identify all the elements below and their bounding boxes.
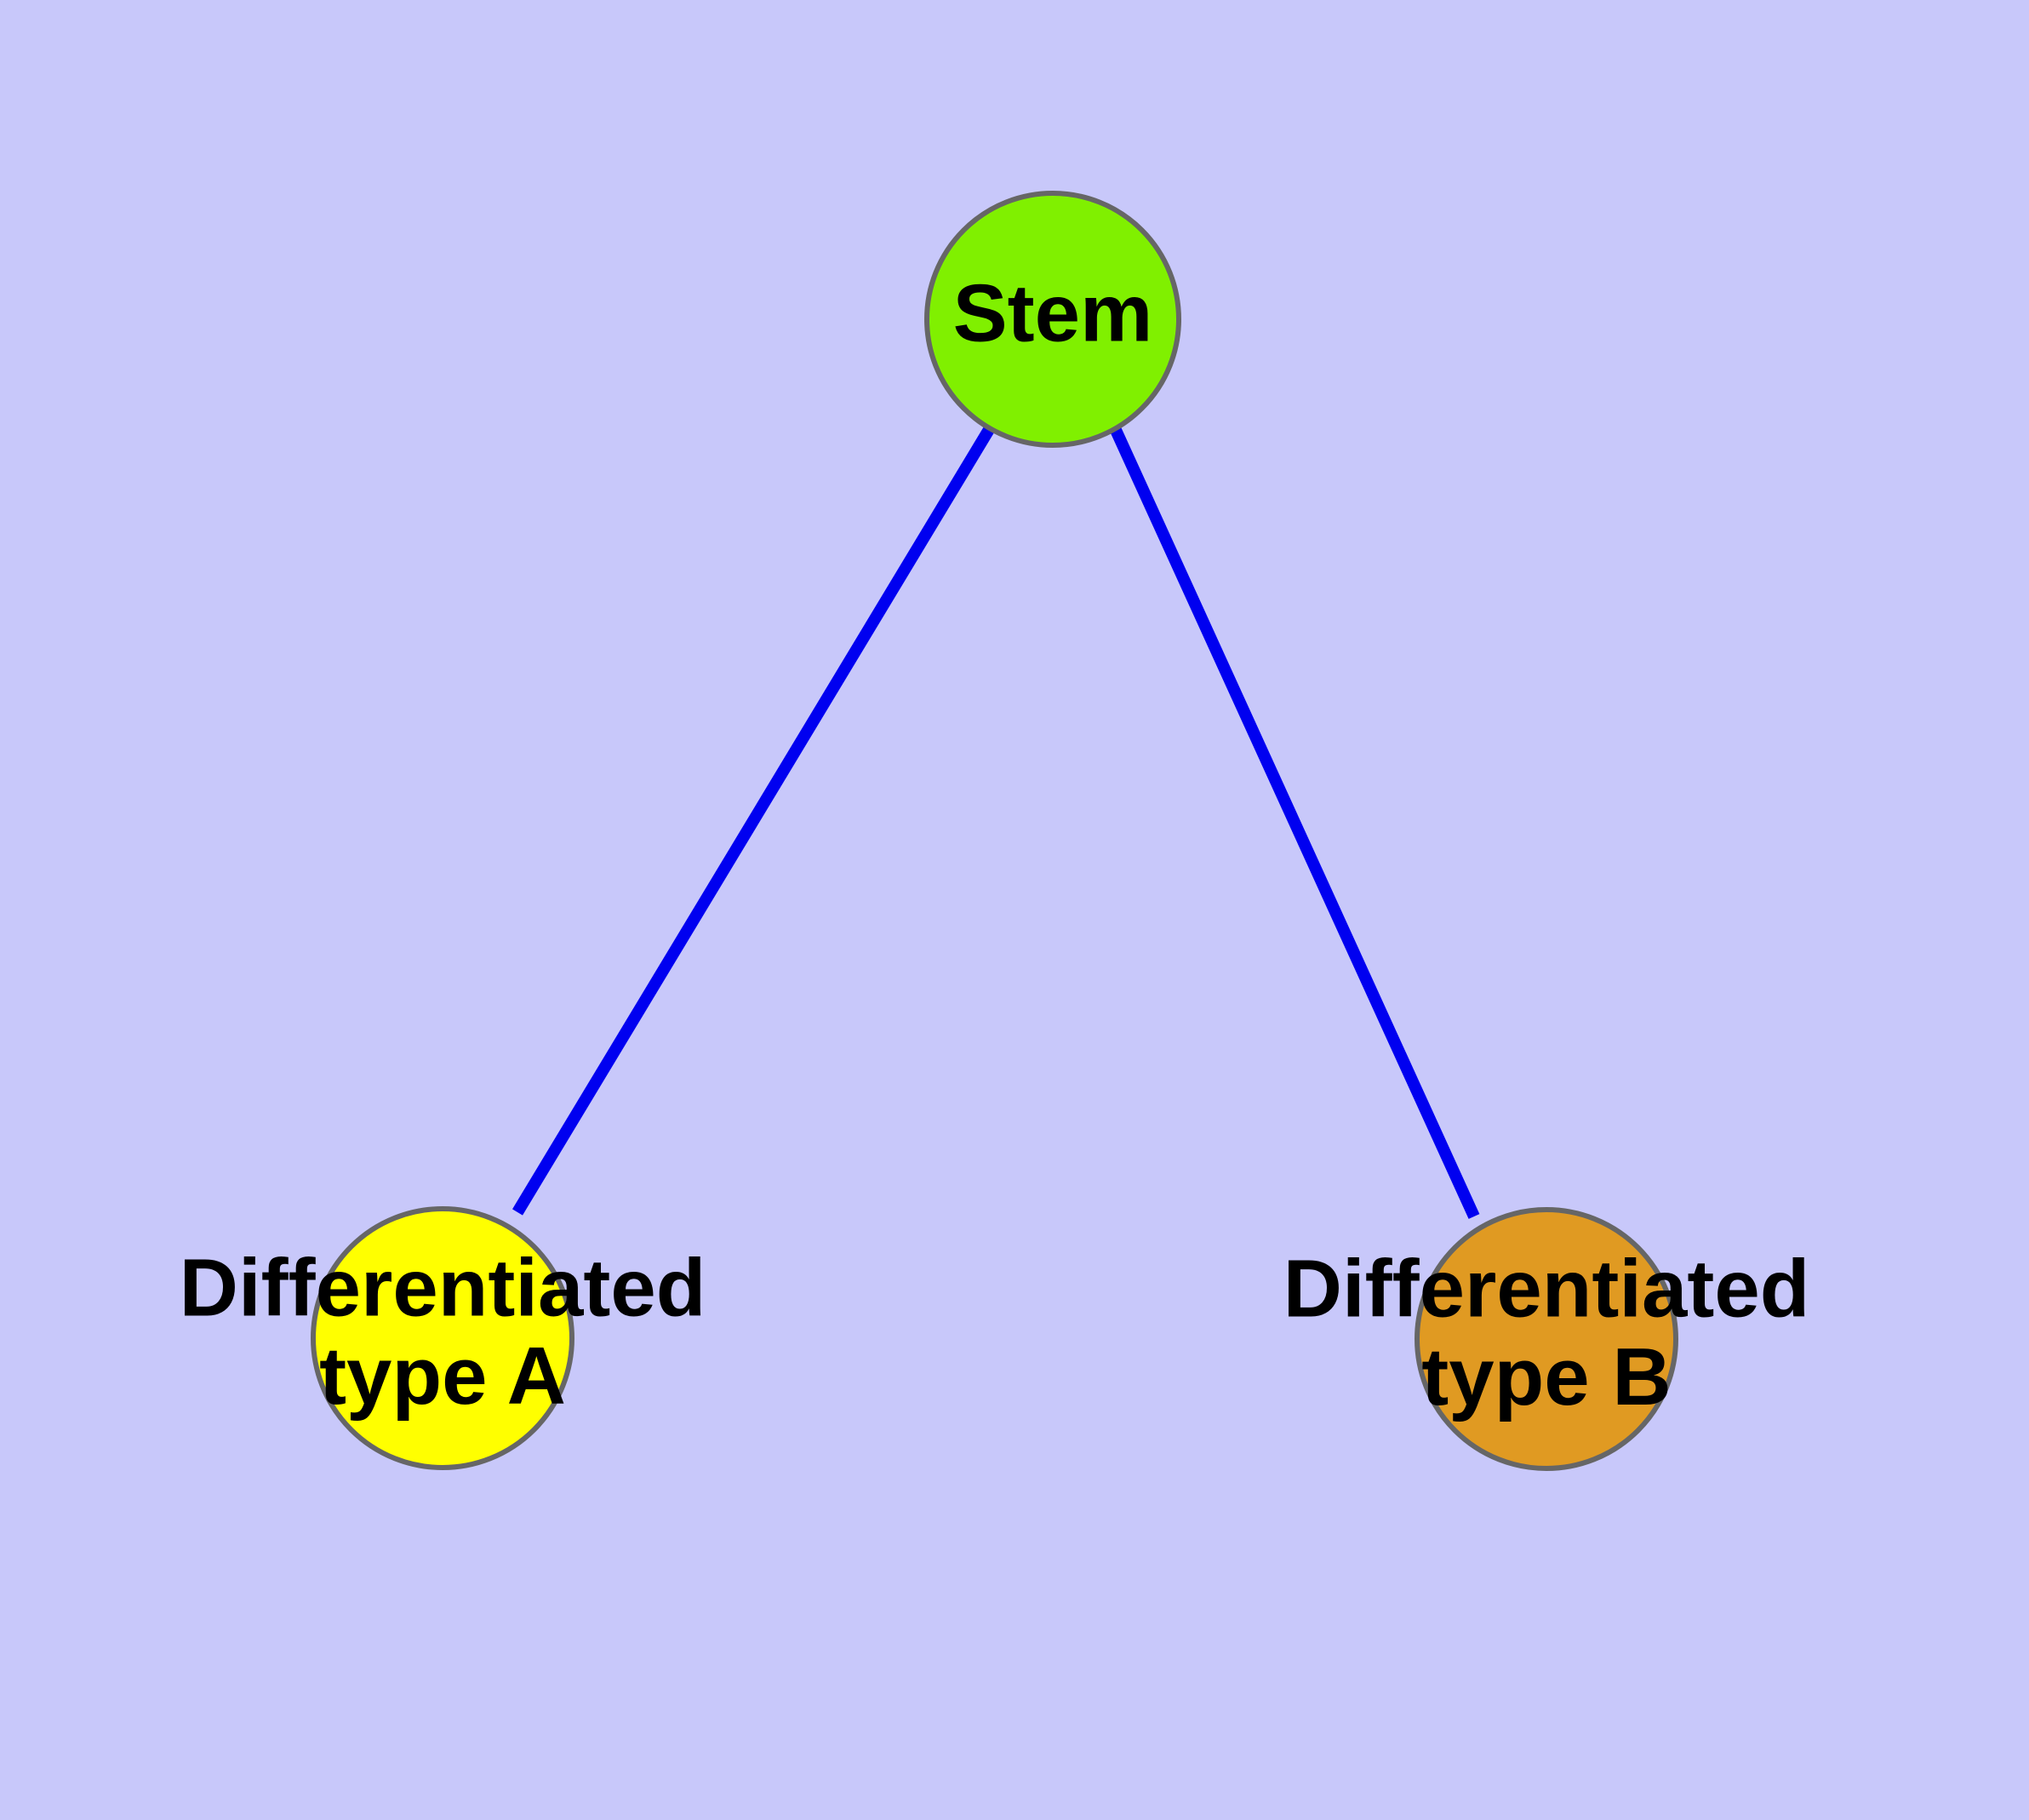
node-differentiated-type-b-circle[interactable] xyxy=(1415,1207,1678,1471)
node-differentiated-type-b-label-line1: Differentiated xyxy=(1283,1244,1810,1335)
edges-layer xyxy=(512,425,1480,1219)
node-stem-circle[interactable] xyxy=(924,191,1181,448)
labels-layer: Stem Differentiated type A Differentiate… xyxy=(180,267,1810,1422)
node-stem-label-line1: Stem xyxy=(953,267,1153,358)
node-differentiated-type-b[interactable] xyxy=(1415,1207,1678,1471)
node-differentiated-type-b-label-line2: type B xyxy=(1421,1331,1671,1422)
node-differentiated-type-a-circle[interactable] xyxy=(311,1206,574,1470)
node-differentiated-type-a-label-line1: Differentiated xyxy=(180,1243,706,1334)
edge-stem-to-differentiated-type-a[interactable] xyxy=(512,425,995,1216)
node-differentiated-type-a-label-line2: type A xyxy=(319,1331,566,1422)
node-differentiated-type-a[interactable] xyxy=(311,1206,574,1470)
nodes-layer xyxy=(311,191,1678,1471)
edge-stem-to-differentiated-type-b[interactable] xyxy=(1109,426,1480,1219)
node-stem[interactable] xyxy=(924,191,1181,448)
